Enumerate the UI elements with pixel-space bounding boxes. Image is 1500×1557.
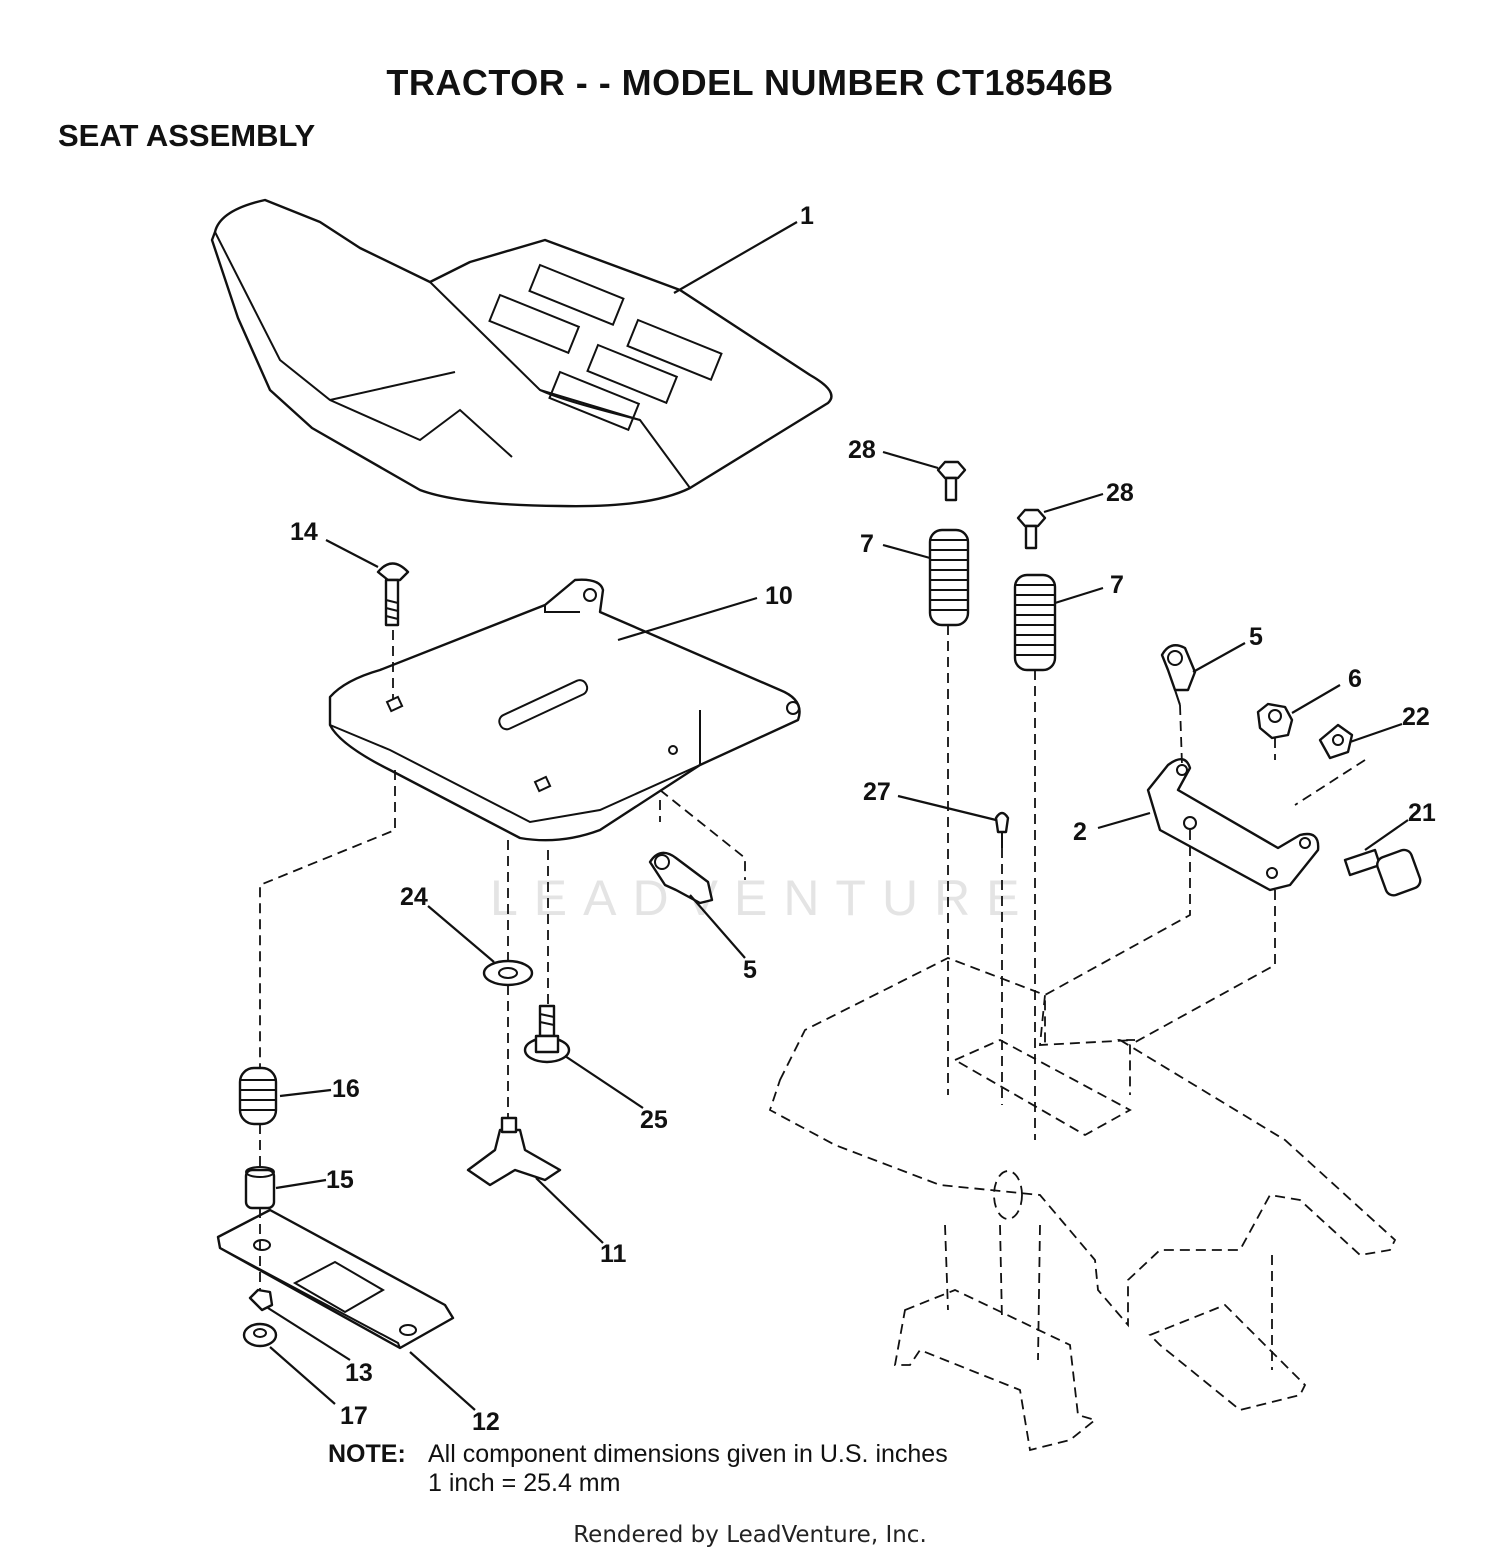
callout-2: 2	[1073, 818, 1087, 846]
callout-labels: 1 14 10 28 28 7 7 5 6 22 27 2 21 24 5 16…	[290, 202, 1436, 1436]
flange-nut-part[interactable]	[242, 1322, 278, 1348]
note-line-1: All component dimensions given in U.S. i…	[428, 1440, 948, 1468]
callout-16: 16	[332, 1075, 360, 1103]
star-knob-part[interactable]	[466, 1116, 562, 1187]
seat-pan-part[interactable]	[328, 578, 801, 842]
callout-14: 14	[290, 518, 318, 546]
section-title: SEAT ASSEMBLY	[58, 118, 316, 153]
adjust-knob-left-part[interactable]	[936, 460, 967, 502]
carriage-bolt-part[interactable]	[376, 562, 410, 627]
note-line-2: 1 inch = 25.4 mm	[428, 1469, 621, 1497]
flat-washer-part[interactable]	[482, 959, 534, 987]
callout-21: 21	[1408, 799, 1436, 827]
spring-right-part[interactable]	[1013, 573, 1057, 672]
callout-7-right: 7	[1110, 571, 1124, 599]
adjust-knob-right-part[interactable]	[1016, 508, 1047, 550]
spacer-part[interactable]	[244, 1166, 276, 1210]
bumper-spring-part[interactable]	[238, 1066, 278, 1126]
callout-11: 11	[600, 1240, 627, 1268]
callout-28-left: 28	[848, 436, 876, 464]
callout-7-left: 7	[860, 530, 874, 558]
nut-small-part[interactable]	[248, 1288, 274, 1312]
callout-5-lower: 5	[743, 956, 757, 984]
footer-credit: Rendered by LeadVenture, Inc.	[573, 1522, 927, 1548]
hex-nut-part[interactable]	[1256, 702, 1294, 740]
callout-24: 24	[400, 883, 428, 911]
cotter-pin-part[interactable]	[994, 811, 1010, 848]
callout-22: 22	[1402, 703, 1430, 731]
clip-upper-part[interactable]	[1160, 644, 1197, 706]
callout-5-upper: 5	[1249, 623, 1263, 651]
callout-1: 1	[800, 202, 814, 230]
callout-13: 13	[345, 1359, 373, 1387]
callout-27: 27	[863, 778, 891, 806]
fender-frame-outline	[768, 957, 1397, 1452]
callout-12: 12	[472, 1408, 500, 1436]
callout-17: 17	[340, 1402, 368, 1430]
note-label: NOTE:	[328, 1440, 406, 1468]
lock-nut-part[interactable]	[1318, 723, 1354, 760]
callout-6: 6	[1348, 665, 1362, 693]
shoulder-bolt-part[interactable]	[1343, 848, 1423, 898]
seat-part[interactable]	[210, 198, 833, 508]
callout-15: 15	[326, 1166, 354, 1194]
note-text: All component dimensions given in U.S. i…	[428, 1440, 948, 1498]
mounting-bracket-part[interactable]	[1146, 758, 1320, 892]
watermark-text: LEADVENTURE	[490, 870, 1036, 926]
leader-lines	[267, 221, 1409, 1411]
callout-28-right: 28	[1106, 479, 1134, 507]
page-title: TRACTOR - - MODEL NUMBER CT18546B	[386, 62, 1114, 103]
assembly-lines	[259, 625, 1366, 1290]
dimension-note: NOTE: All component dimensions given in U…	[328, 1440, 948, 1498]
spring-left-part[interactable]	[928, 528, 970, 627]
callout-10: 10	[765, 582, 793, 610]
callout-25: 25	[640, 1106, 668, 1134]
seat-plate-part[interactable]	[216, 1208, 455, 1350]
hex-bolt-part[interactable]	[523, 1004, 571, 1064]
